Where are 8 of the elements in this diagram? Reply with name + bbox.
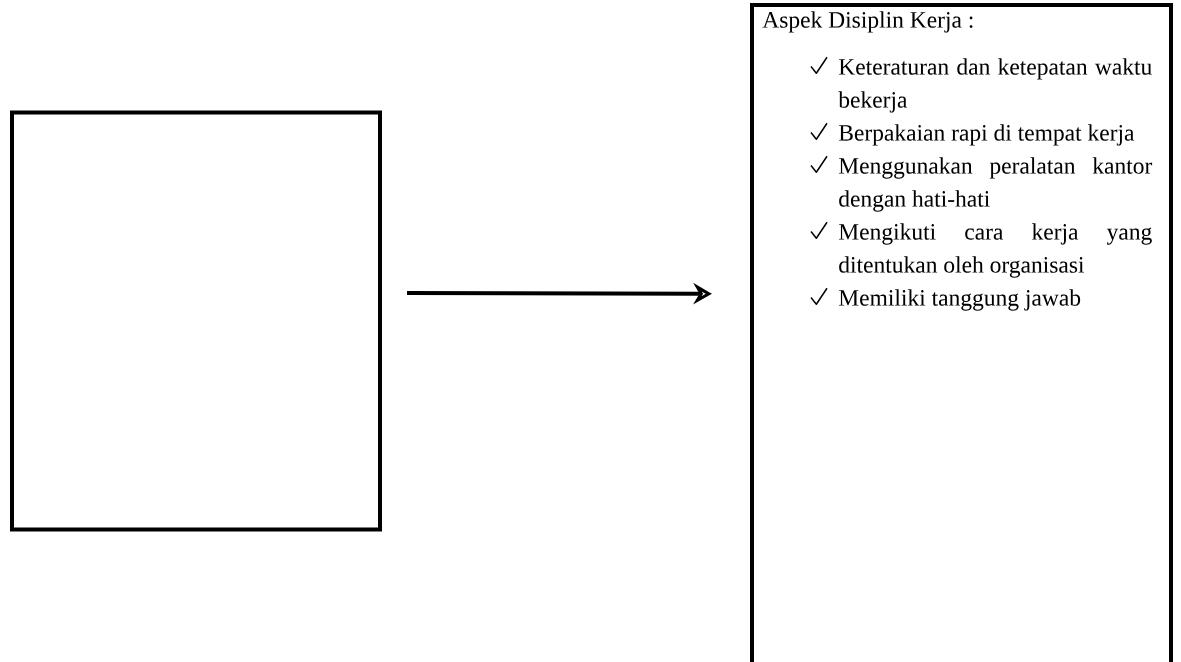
list-item: Mengikuti cara kerja yang ditentukan oleh organisasi	[838, 223, 1152, 278]
list-item: Berpakaian rapi di tempat kerja	[838, 124, 1135, 146]
heading: Aspek Disiplin Kerja :	[762, 11, 973, 33]
empty-box	[10, 110, 382, 532]
list-item: Memiliki tanggung jawab	[838, 289, 1081, 311]
list-item: Menggunakan peralatan kantor dengan hati-hati	[838, 157, 1153, 212]
text-box	[750, 3, 1173, 662]
list-item: Keteraturan dan ketepatan waktu bekerja	[838, 58, 1152, 113]
